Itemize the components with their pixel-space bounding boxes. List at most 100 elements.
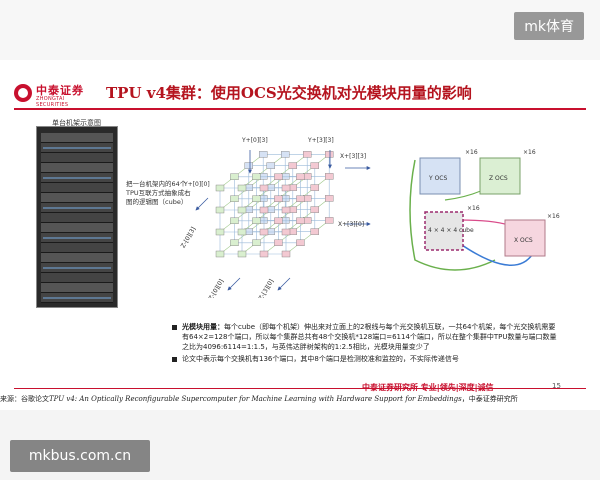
tpu-node [274, 195, 283, 203]
tpu-node [244, 162, 254, 169]
x-ocs-box [504, 219, 546, 257]
tpu-node [230, 195, 239, 203]
link-count-4: ×16 [467, 205, 480, 212]
tpu-node [296, 195, 305, 203]
z-ocs-box [479, 157, 521, 195]
cube-box [424, 211, 464, 251]
tpu-node [274, 239, 283, 247]
label-x-right: X+[3][0] [338, 221, 364, 228]
ocs-link-green [409, 159, 496, 271]
direction-arrow [277, 277, 291, 291]
rack-cable [43, 207, 111, 209]
tpu-node [274, 173, 283, 180]
tpu-node [230, 239, 239, 247]
link-count-2: ×16 [523, 149, 536, 156]
tpu-node [215, 228, 225, 236]
tpu-node [237, 228, 247, 236]
logo-mark-icon [14, 84, 32, 102]
tpu-node [324, 195, 334, 202]
label-y-top: Y+[0][3] [241, 137, 268, 144]
rack-cable [43, 267, 111, 269]
rack-slot [41, 163, 113, 173]
label-z-left: Z-[0][3] [180, 226, 197, 250]
tpu-node [324, 217, 334, 224]
z-ocs-label: Z OCS [489, 175, 508, 182]
tpu-node [324, 151, 334, 158]
logo-text-cn: 中泰证券 [36, 84, 84, 97]
tpu-node [310, 228, 320, 235]
tpu-node [281, 228, 291, 236]
tpu-node [259, 206, 269, 214]
bullet-heading: 光模块用量： [182, 323, 224, 331]
rack-slot [41, 193, 113, 203]
rack-slot [41, 153, 113, 163]
source-note: 来源：谷歌论文TPU v4: An Optically Reconfigurab… [0, 394, 600, 404]
tpu-node [252, 217, 261, 225]
direction-arrow [195, 197, 209, 211]
bullet-text: 每个cube（即每个机架）伸出来对立面上的2根线与每个光交换机互联，一共64个机… [182, 323, 557, 351]
link-count-3: ×16 [547, 213, 560, 220]
tpu-node [296, 217, 305, 225]
tpu-node [237, 206, 247, 214]
tpu-node [324, 173, 334, 180]
source-prefix: 来源：谷歌论文 [0, 395, 49, 403]
rack-slot [41, 133, 113, 143]
tpu-node [259, 250, 269, 258]
tpu-node [266, 162, 276, 169]
cube-grid [195, 150, 371, 291]
tpu-node [259, 184, 269, 192]
tpu-node [281, 206, 291, 214]
rack-photo [36, 126, 118, 308]
title-divider [14, 108, 586, 110]
footer-org: 中泰证券研究所 专业|领先|深度|诚信 [362, 383, 494, 392]
tpu-node [252, 173, 261, 180]
source-suffix: ，中泰证券研究所 [461, 395, 518, 403]
rack-caption: 单台机架示意图 [52, 119, 101, 127]
rack-slot [41, 253, 113, 263]
page-title: TPU v4集群：使用OCS光交换机对光模块用量的影响 [106, 84, 472, 102]
tpu-node [237, 250, 247, 258]
y-ocs-label: Y OCS [428, 175, 447, 182]
rack-note: 把一台机架内的64个TPU互联方式抽象成右图的逻辑图（cube） [126, 180, 191, 206]
tpu-node [288, 162, 298, 169]
ocs-diagram: Y OCS Z OCS X OCS 4 × 4 × 4 cube ×16 ×16… [409, 149, 560, 271]
tpu-node [310, 206, 320, 213]
label-y-top2: Y+[3][3] [307, 137, 334, 144]
tpu-node [274, 217, 283, 225]
rack-slot [41, 183, 113, 193]
label-y-left: Y+[0][0] [183, 181, 210, 188]
tpu-node [230, 173, 239, 180]
watermark-bottom: mkbus.com.cn [10, 440, 150, 472]
bullet-text: 论文中表示每个交换机有136个端口，其中8个端口是检测校准和监控的，不实际传递信… [182, 355, 459, 363]
tpu-node [258, 151, 268, 158]
x-ocs-label: X OCS [514, 237, 533, 244]
tpu-node [237, 184, 247, 192]
tpu-node [215, 250, 225, 258]
label-x-top: X+[3][3] [340, 153, 366, 160]
rack-slot [41, 223, 113, 233]
tpu-node [259, 228, 269, 236]
rack-cable [43, 177, 111, 179]
tpu-node [296, 173, 305, 180]
rack-cable [43, 147, 111, 149]
watermark-top: mk体育 [514, 12, 584, 40]
cube-label: 4 × 4 × 4 cube [428, 227, 474, 234]
page-number: 15 [552, 382, 561, 390]
label-z-bottom2: Z-[3][0] [258, 278, 276, 298]
tpu-node [280, 151, 290, 158]
bullet-item-ports: 论文中表示每个交换机有136个端口，其中8个端口是检测校准和监控的，不实际传递信… [170, 354, 560, 364]
bullet-item-optics: 光模块用量：每个cube（即每个机架）伸出来对立面上的2根线与每个光交换机互联，… [170, 322, 560, 352]
rack-slot [41, 273, 113, 283]
tpu-node [215, 206, 225, 214]
tpu-node [310, 184, 320, 191]
label-z-bottom: Z-[0][0] [208, 278, 226, 298]
footer-divider [14, 388, 586, 389]
tpu-node [230, 217, 239, 225]
logo-text-en: ZHONGTAI SECURITIES [36, 96, 69, 108]
tpu-node [252, 195, 261, 203]
y-ocs-box [419, 157, 461, 195]
rack-slot [41, 213, 113, 223]
header-band [0, 0, 600, 60]
rack-slot [41, 243, 113, 253]
rack-cable [43, 297, 111, 299]
